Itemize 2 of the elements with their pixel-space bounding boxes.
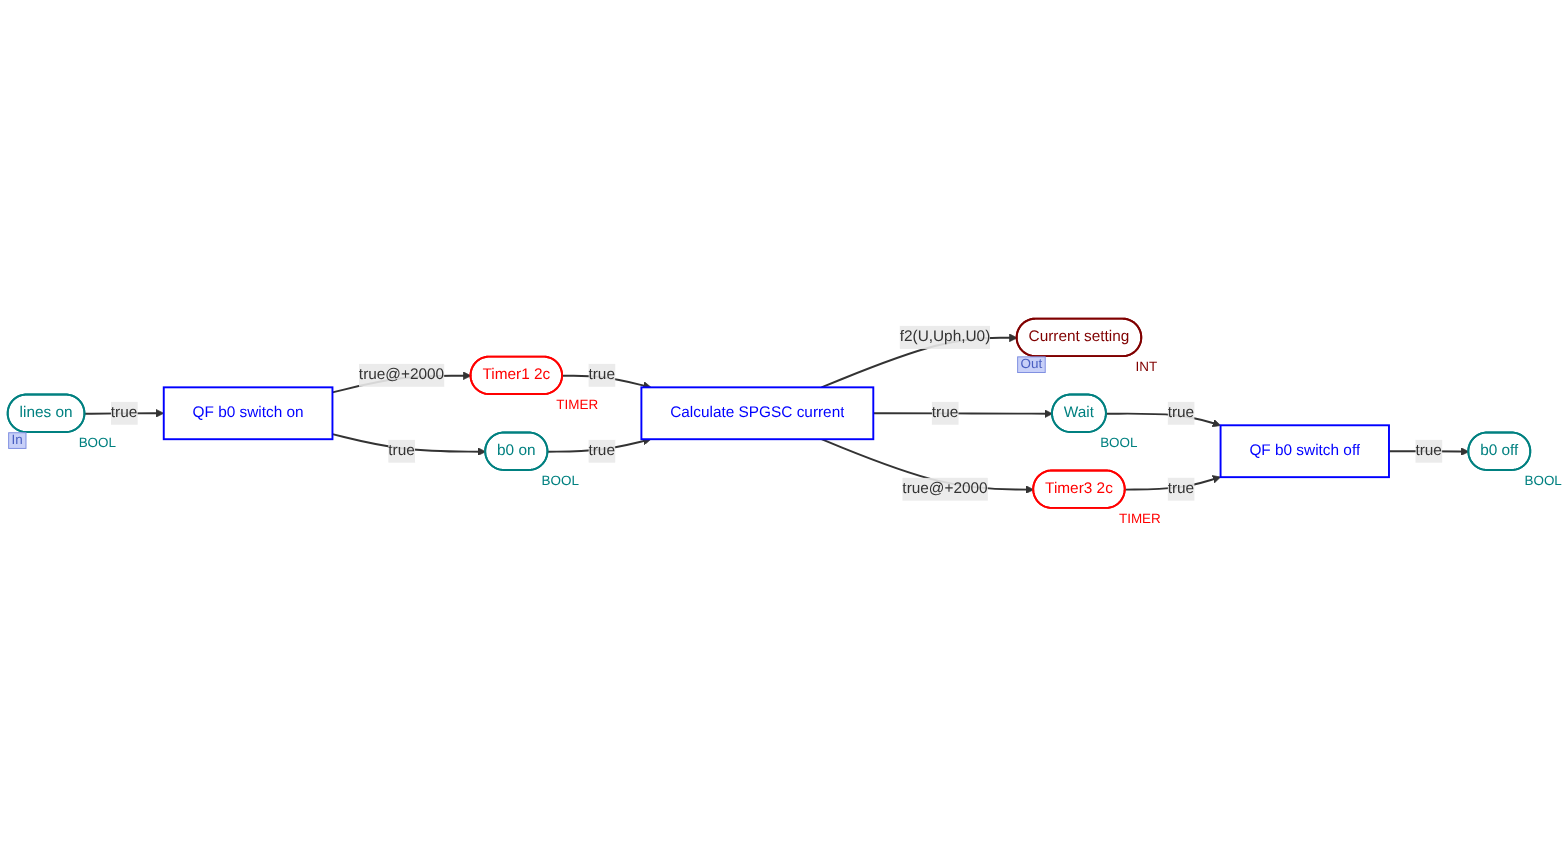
arrow	[872, 409, 1053, 418]
arrow	[1105, 412, 1221, 428]
